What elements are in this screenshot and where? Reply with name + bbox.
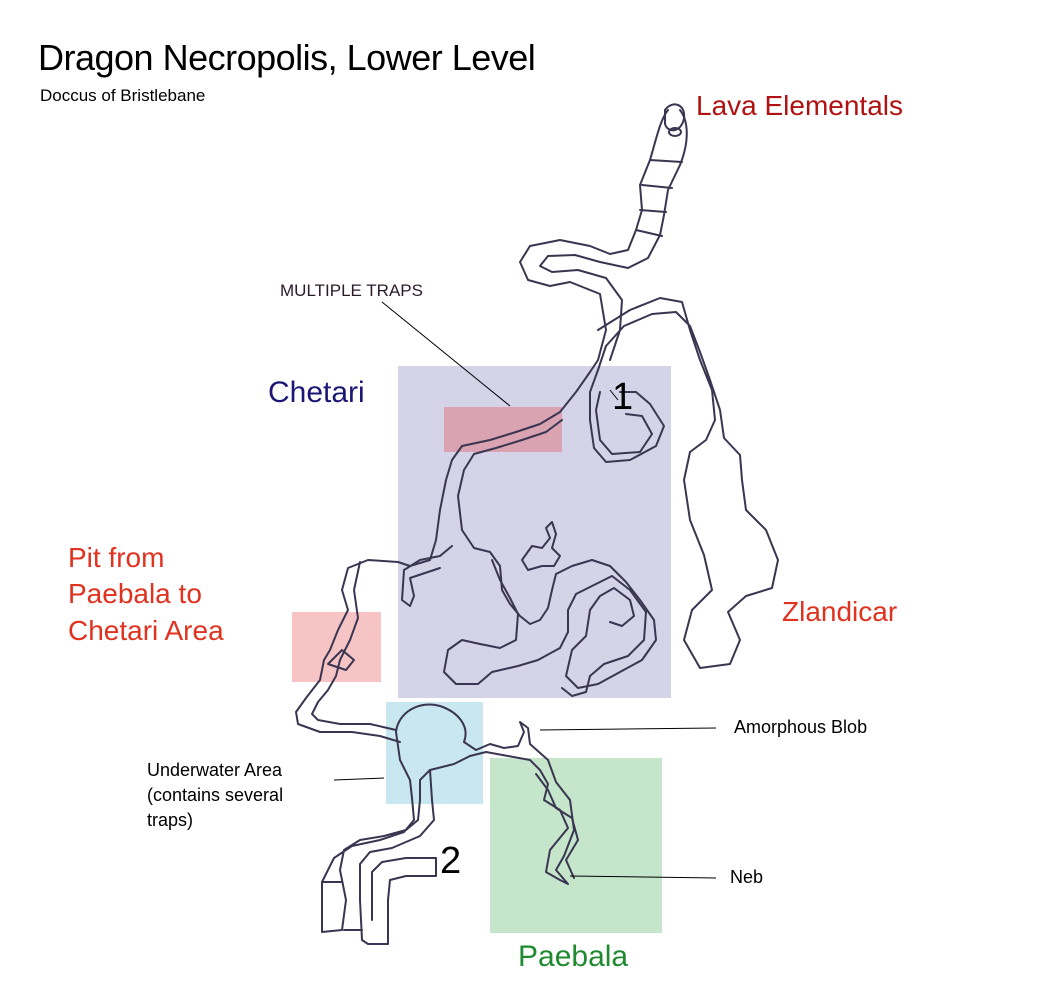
chetari-label: Chetari (268, 376, 365, 409)
pit-label-line: Pit from (68, 542, 165, 573)
pit-label-line: Paebala to (68, 578, 202, 610)
page-subtitle: Doccus of Bristlebane (40, 86, 206, 105)
marker-one: 1 (612, 376, 634, 418)
zlandicar-label: Zlandicar (782, 596, 898, 627)
pit-label: Pit from Paebala to Chetari Area (68, 540, 224, 649)
underwater-label: Underwater Area (contains several traps) (147, 758, 283, 834)
amorphous-blob-label: Amorphous Blob (734, 717, 868, 737)
leader-lines (333, 301, 717, 879)
pit-label-line: Chetari Area (68, 614, 224, 646)
underwater-zone (386, 702, 483, 804)
page-title: Dragon Necropolis, Lower Level (38, 37, 536, 78)
paebala-zone (490, 758, 662, 933)
paebala-label: Paebala (518, 940, 629, 973)
tunnel-network (295, 103, 779, 945)
underwater-label-line: (contains several (147, 785, 284, 806)
underwater-label-line: traps) (147, 810, 194, 831)
multiple-traps-zone (444, 407, 562, 452)
marker-two: 2 (440, 840, 462, 882)
underwater-label-line: Underwater Area (147, 760, 283, 780)
multiple-traps-label: MULTIPLE TRAPS (280, 281, 423, 300)
lava-elementals-label: Lava Elementals (696, 90, 904, 121)
neb-label: Neb (730, 867, 764, 887)
